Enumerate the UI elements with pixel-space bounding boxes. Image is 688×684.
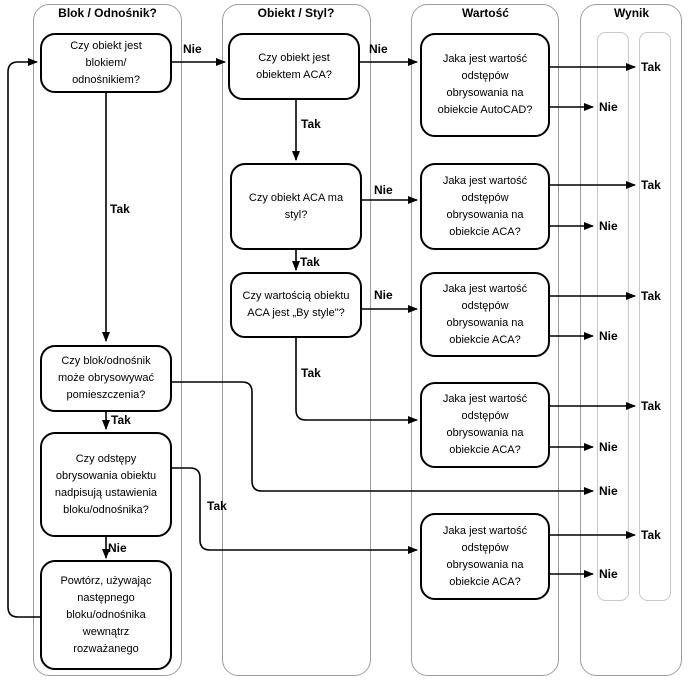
- label-yes-canbound-down: Tak: [111, 413, 131, 427]
- result-label-no-5: Nie: [599, 567, 618, 581]
- column-title-block: Blok / Odnośnik?: [58, 6, 157, 20]
- connector-repeat-loopback: [7, 58, 40, 618]
- node-repeat: Powtórz, używając następnego bloku/odnoś…: [40, 560, 172, 670]
- connector-overrides-yes-to-value5: [172, 467, 418, 554]
- column-title-result: Wynik: [613, 6, 650, 20]
- label-no-bystyle-to-value3: Nie: [374, 288, 393, 302]
- result-label-no-1: Nie: [599, 100, 618, 114]
- result-label-yes-5: Tak: [641, 528, 661, 542]
- result-lane-yes: [639, 32, 671, 601]
- result-lane-no: [597, 32, 629, 601]
- node-by-style: Czy wartością obiektu ACA jest „By style…: [230, 272, 362, 338]
- result-label-yes-3: Tak: [641, 289, 661, 303]
- label-yes-block-down: Tak: [110, 202, 130, 216]
- node-value-aca-1: Jaka jest wartość odstępów obrysowania n…: [420, 163, 550, 250]
- node-value-aca-3: Jaka jest wartość odstępów obrysowania n…: [420, 382, 550, 468]
- node-is-block: Czy obiekt jest blokiem/ odnośnikiem?: [40, 33, 172, 93]
- column-title-object: Obiekt / Styl?: [257, 6, 335, 20]
- label-yes-aca-down: Tak: [301, 117, 321, 131]
- column-frame-object: [222, 4, 371, 676]
- node-overrides: Czy odstępy obrysowania obiektu nadpisuj…: [40, 432, 172, 537]
- column-frame-block: [33, 4, 182, 676]
- connector-canbound-no-long: [172, 381, 594, 495]
- result-label-no-long: Nie: [599, 484, 618, 498]
- label-yes-style-down: Tak: [300, 255, 320, 269]
- node-value-aca-4: Jaka jest wartość odstępów obrysowania n…: [420, 513, 550, 600]
- label-yes-overrides-route: Tak: [207, 499, 227, 513]
- column-frame-result: [580, 4, 682, 676]
- result-label-yes-1: Tak: [641, 60, 661, 74]
- column-title-value: Wartość: [462, 6, 509, 20]
- label-yes-bystyle-route: Tak: [301, 366, 321, 380]
- result-label-no-2: Nie: [599, 219, 618, 233]
- label-no-style-to-value2: Nie: [374, 183, 393, 197]
- label-no-object-to-value1: Nie: [369, 42, 388, 56]
- result-label-yes-2: Tak: [641, 178, 661, 192]
- result-label-yes-4: Tak: [641, 399, 661, 413]
- result-label-no-4: Nie: [599, 440, 618, 454]
- node-value-aca-2: Jaka jest wartość odstępów obrysowania n…: [420, 272, 550, 357]
- column-frame-value: [411, 4, 559, 676]
- connector-bystyle-yes-to-value4: [295, 338, 418, 424]
- label-no-block-to-object: Nie: [183, 42, 202, 56]
- node-has-style: Czy obiekt ACA ma styl?: [230, 163, 362, 250]
- node-can-bound: Czy blok/odnośnik może obrysowywać pomie…: [40, 345, 172, 412]
- node-value-autocad: Jaka jest wartość odstępów obrysowania n…: [420, 33, 550, 137]
- node-is-aca: Czy obiekt jest obiektem ACA?: [228, 33, 360, 100]
- label-no-overrides-down: Nie: [108, 541, 127, 555]
- result-label-no-3: Nie: [599, 329, 618, 343]
